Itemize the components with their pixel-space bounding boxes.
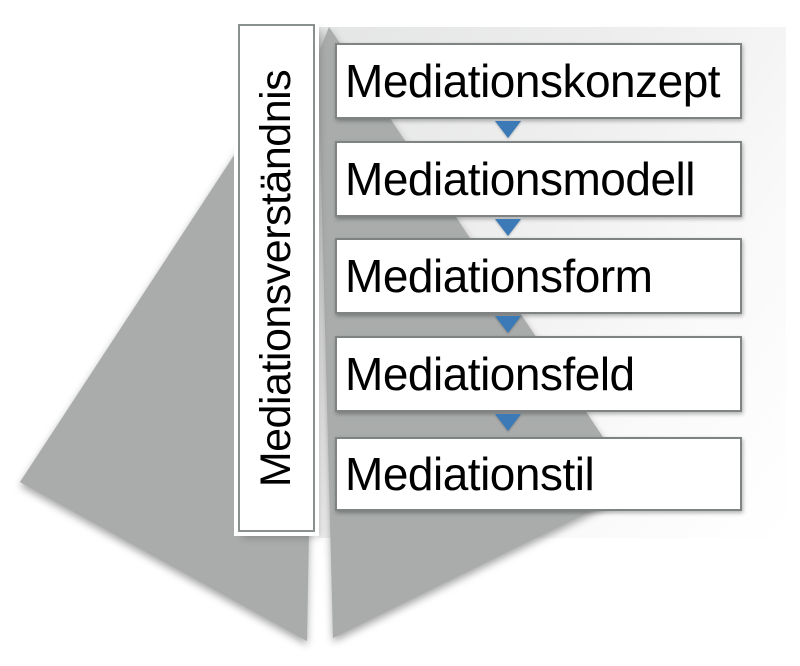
- level-box-form: Mediationsform: [335, 238, 742, 314]
- level-box-stil: Mediationstil: [335, 437, 742, 511]
- level-box-modell: Mediationsmodell: [335, 141, 742, 217]
- down-arrow-icon: [495, 414, 521, 431]
- level-label: Mediationsmodell: [345, 153, 695, 205]
- vertical-label-text: Mediationsverständnis: [252, 69, 300, 487]
- level-label: Mediationskonzept: [345, 55, 721, 107]
- down-arrow-icon: [495, 316, 521, 333]
- level-label: Mediationstil: [345, 448, 595, 500]
- level-box-konzept: Mediationskonzept: [335, 43, 742, 119]
- vertical-label-bar: Mediationsverständnis: [238, 24, 315, 532]
- level-box-feld: Mediationsfeld: [335, 336, 742, 412]
- down-arrow-icon: [495, 121, 521, 138]
- level-label: Mediationsform: [345, 250, 653, 302]
- level-label: Mediationsfeld: [345, 348, 635, 400]
- down-arrow-icon: [495, 219, 521, 236]
